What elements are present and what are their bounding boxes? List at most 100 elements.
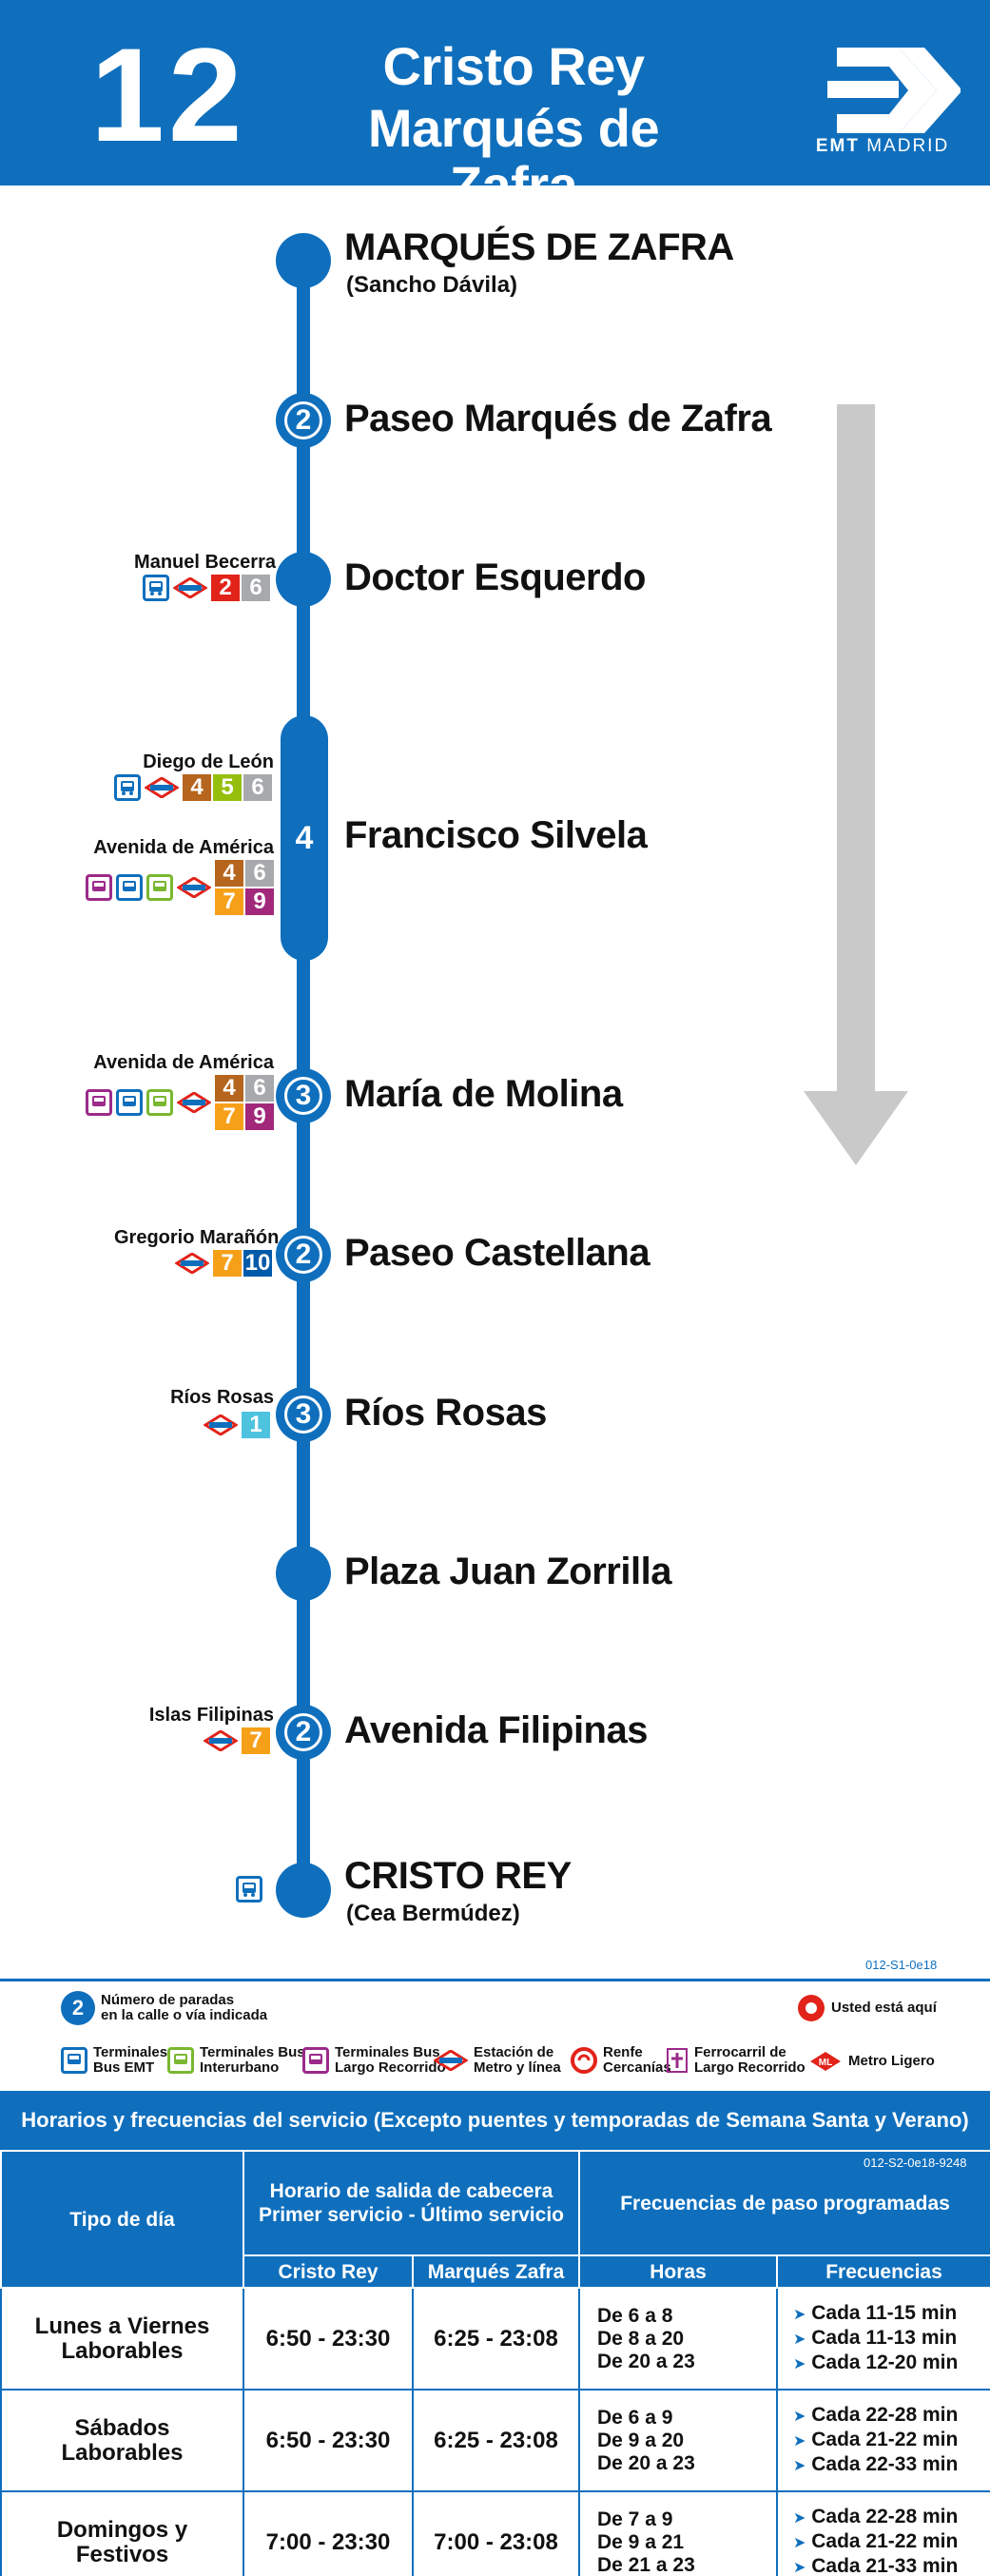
stop-name: Francisco Silvela: [344, 814, 648, 856]
direction-arrow-icon: [804, 404, 908, 1165]
connection-icons: 2 6: [143, 575, 301, 601]
stop-count: 2: [284, 1713, 322, 1751]
legend-code: 012-S1-0e18: [865, 1958, 938, 1972]
sub-header-frequencies: Frecuencias: [775, 2254, 990, 2289]
stop-dot: 3: [276, 1068, 331, 1123]
metro-line-badge: 7: [213, 1250, 242, 1277]
route-title-line2: Marqués de Zafra: [367, 98, 660, 215]
bus-emt-icon: [236, 1876, 262, 1903]
bus-interurbano-icon: [167, 2047, 194, 2074]
metro-line-badge: 9: [245, 1103, 274, 1130]
metro-icon: [434, 2050, 468, 2071]
connection-label: Islas Filipinas: [148, 1705, 274, 1726]
metro-icon: [177, 877, 211, 898]
metro-icon: [145, 777, 179, 798]
metro-line-badge: 7: [215, 1103, 243, 1130]
first-last-cristo-rey: 6:50 - 23:30: [243, 2287, 414, 2391]
sub-header-cristo-rey: Cristo Rey: [243, 2254, 414, 2289]
first-last-marques-zafra: 7:00 - 23:08: [412, 2490, 580, 2576]
arrow-right-icon: ➤: [793, 2408, 806, 2425]
route-title-line1: Cristo Rey: [382, 36, 645, 96]
svg-text:ML: ML: [819, 2058, 832, 2068]
stop-name: Ríos Rosas: [344, 1392, 547, 1434]
col-header-day: Tipo de día: [0, 2150, 244, 2289]
connection-icons: 7: [204, 1727, 270, 1754]
legend-item: ML Metro Ligero: [808, 2051, 935, 2072]
connection-label: Avenida de América: [93, 837, 274, 858]
stop-name: Plaza Juan Zorrilla: [344, 1551, 671, 1592]
stop-name: Paseo Marqués de Zafra: [344, 398, 772, 439]
metro-line-badge: 4: [215, 860, 243, 887]
metro-line-badge: 7: [242, 1727, 270, 1754]
arrow-right-icon: ➤: [793, 2534, 806, 2551]
connection-icons: 4 5 6: [114, 774, 272, 801]
metro-lines: 2 6: [211, 575, 301, 601]
legend-divider: [0, 1979, 990, 1981]
metro-lines: 7: [242, 1727, 270, 1754]
metro-lines: 7 10: [213, 1250, 272, 1277]
metro-line-badge: 6: [243, 774, 272, 801]
metro-lines: 4 6 7 9: [215, 860, 274, 915]
stop-dot: [276, 1863, 331, 1918]
stop-count-sample-icon: 2: [61, 1991, 95, 2025]
metro-line-badge: 5: [213, 774, 242, 801]
arrow-right-icon: ➤: [793, 2331, 806, 2348]
metro-icon: [204, 1730, 238, 1751]
stop-dot: 3: [276, 1387, 331, 1442]
you-are-here-icon: [798, 1995, 825, 2021]
metro-line-badge: 6: [245, 860, 274, 887]
metro-lines: 4 5 6: [183, 774, 272, 801]
first-last-cristo-rey: 6:50 - 23:30: [243, 2389, 414, 2492]
connection-label: Ríos Rosas: [170, 1387, 274, 1408]
metro-line-badge: 6: [245, 1075, 274, 1102]
stop-dot: 2: [276, 393, 331, 448]
sub-header-marques-zafra: Marqués Zafra: [412, 2254, 580, 2289]
metro-line-badge: 7: [215, 888, 243, 915]
bus-largo-recorrido-icon: [86, 1089, 112, 1116]
stop-dot: [276, 1546, 331, 1601]
arrow-right-icon: ➤: [793, 2355, 806, 2372]
stop-name: MARQUÉS DE ZAFRA: [344, 226, 734, 268]
connection-icons: 4 6 7 9: [86, 1075, 274, 1130]
stop-name: Avenida Filipinas: [344, 1709, 648, 1751]
connection-icons: 7 10: [175, 1250, 272, 1277]
stop-dot: 2: [276, 1705, 331, 1760]
renfe-cercanias-icon: [571, 2047, 597, 2074]
connection-icons: 1: [204, 1412, 270, 1438]
metro-line-badge: 1: [242, 1412, 270, 1438]
frequency-cell: ➤ Cada 11-15 min➤ Cada 11-13 min➤ Cada 1…: [775, 2287, 990, 2391]
emt-brand-text: EMT MADRID: [815, 136, 950, 156]
stop-name: CRISTO REY: [344, 1855, 572, 1897]
stop-dot: [276, 233, 331, 288]
connection-label: Diego de León: [143, 751, 274, 772]
legend-you-are-here: Usted está aquí: [797, 1994, 937, 2022]
arrow-right-icon: ➤: [793, 2559, 806, 2576]
frequency-cell: ➤ Cada 22-28 min➤ Cada 21-22 min➤ Cada 2…: [775, 2389, 990, 2492]
metro-line-badge: 9: [245, 888, 274, 915]
metro-line-badge: 4: [215, 1075, 243, 1102]
stop-count-pill: 4: [281, 715, 328, 961]
first-last-marques-zafra: 6:25 - 23:08: [412, 2287, 580, 2391]
metro-line-badge: 2: [211, 575, 240, 601]
stop-dot: 2: [276, 1227, 331, 1282]
stop-count: 3: [284, 1395, 322, 1434]
stop-name: María de Molina: [344, 1073, 623, 1115]
connection-icons: [236, 1876, 262, 1903]
bus-largo-recorrido-icon: [86, 874, 112, 901]
connection-label: Avenida de América: [93, 1052, 274, 1073]
stop-count: 3: [284, 1077, 322, 1115]
arrow-right-icon: ➤: [793, 2306, 806, 2323]
bus-emt-icon: [116, 874, 143, 901]
metro-icon: [173, 577, 207, 598]
bus-emt-icon: [114, 774, 141, 801]
